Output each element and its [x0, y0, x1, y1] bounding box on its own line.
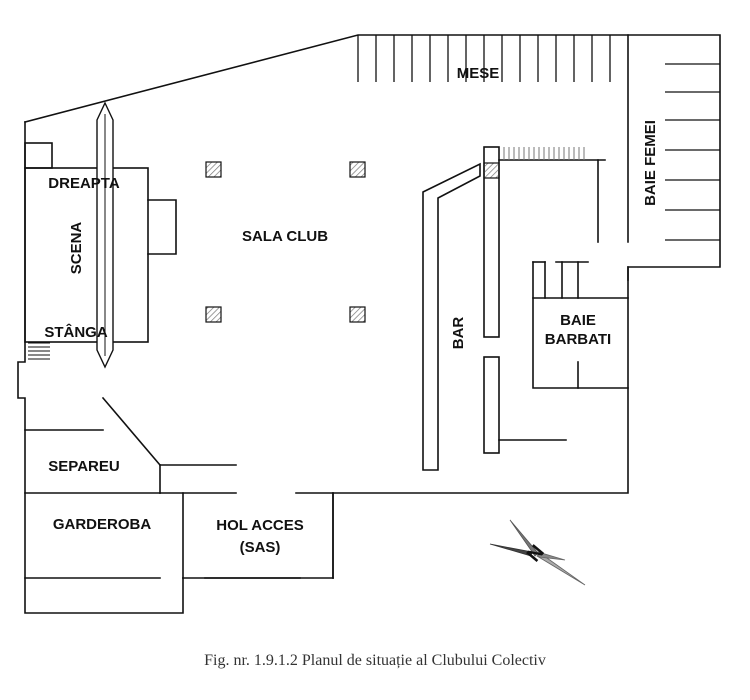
outer-wall-left	[17, 121, 184, 614]
stanga-label: STÂNGA	[44, 323, 108, 341]
separeu-diagonal	[101, 396, 162, 467]
column	[205, 161, 222, 178]
bar-label: BAR	[450, 317, 467, 350]
outer-wall	[24, 34, 721, 579]
baie-barbati-label-line2: BARBATI	[545, 331, 611, 348]
stage-stairs	[28, 342, 50, 360]
mese-stalls	[357, 35, 611, 82]
column	[349, 161, 366, 178]
baie-femei-label: BAIE FEMEI	[642, 120, 659, 206]
hol-acces-label-line1: HOL ACCES	[216, 517, 304, 534]
baie-barbati-label-line1: BAIE	[560, 312, 596, 329]
bar-back-counter-upper	[483, 146, 500, 338]
stage-corner-box	[24, 142, 53, 169]
figure-caption: Fig. nr. 1.9.1.2 Planul de situație al C…	[204, 652, 546, 669]
garderoba-label: GARDEROBA	[53, 516, 152, 533]
bar-counter-front	[422, 162, 481, 471]
baie-barbati-room	[532, 261, 629, 389]
dreapta-label: DREAPTA	[48, 175, 120, 192]
bar-slats	[503, 147, 585, 160]
column	[205, 306, 222, 323]
scena-label: SCENA	[68, 222, 85, 275]
separeu-label: SEPAREU	[48, 458, 119, 475]
walls	[17, 34, 721, 614]
bar-back-counter-lower	[483, 356, 500, 454]
compass-north-arrow-icon: N	[489, 519, 586, 586]
columns	[205, 161, 500, 323]
column	[349, 306, 366, 323]
north-label: N	[523, 541, 549, 566]
mese-label: MESE	[457, 65, 500, 82]
column	[483, 162, 500, 179]
baie-femei-stalls	[665, 63, 720, 241]
stage-step	[147, 199, 177, 255]
stage-outline	[24, 167, 149, 343]
sala-club-label: SALA CLUB	[242, 228, 328, 245]
floor-plan: N MESE BAIE FEMEI DREAPTA SCENA STÂNGA S…	[17, 34, 721, 614]
hol-acces-label-line2: (SAS)	[240, 539, 281, 556]
